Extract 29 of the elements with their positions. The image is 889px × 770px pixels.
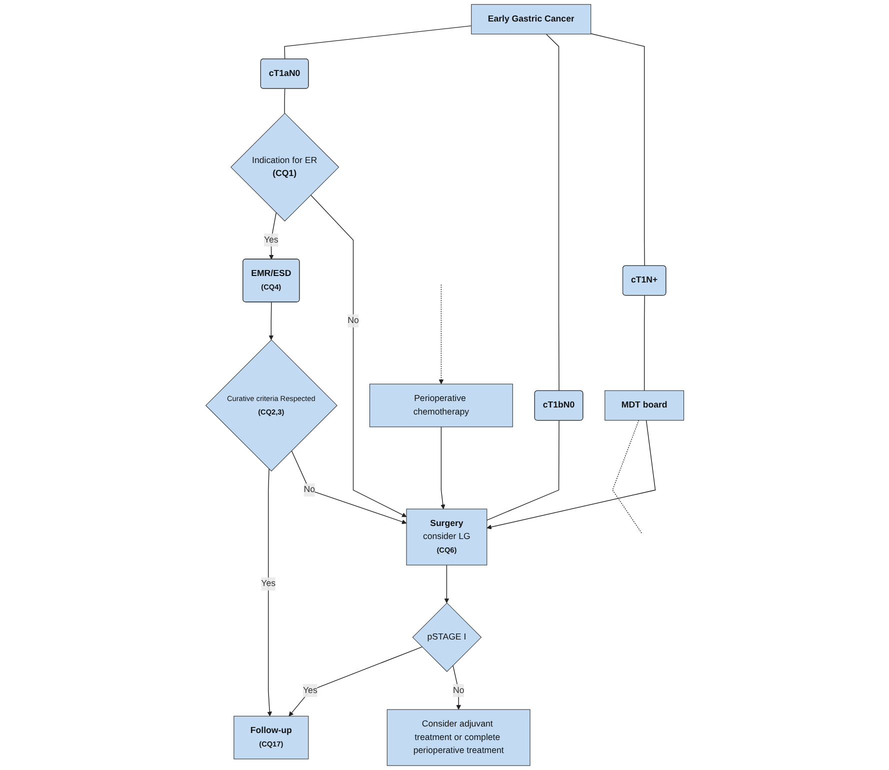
- arrow: [268, 302, 274, 340]
- connector: [612, 420, 642, 534]
- node-box: Early Gastric Cancer: [470, 4, 591, 34]
- arrow: [266, 468, 272, 716]
- edge-label: Yes: [302, 686, 318, 695]
- connector: [644, 295, 645, 391]
- arrow: [290, 450, 406, 524]
- node-box: MDT board: [604, 390, 684, 421]
- arrow: [268, 212, 276, 260]
- node-diamond: pSTAGE I: [412, 602, 482, 672]
- arrow: [288, 646, 422, 716]
- edge-label: No: [303, 485, 315, 494]
- arrow: [440, 426, 445, 510]
- arrow: [438, 284, 444, 384]
- arrow: [310, 194, 406, 518]
- connector: [284, 88, 285, 114]
- connector: [486, 420, 560, 521]
- edge-label: Yes: [264, 235, 278, 244]
- arrow: [486, 420, 656, 530]
- edge-label: No: [347, 316, 359, 326]
- connector: [590, 33, 645, 266]
- connector: [546, 34, 560, 392]
- edge-label: No: [452, 686, 464, 695]
- arrow: [444, 564, 449, 604]
- node-diamond: Indication for ER (CQ1): [230, 112, 339, 222]
- node-box: Consider adjuvant treatment or complete perioperative treatment: [386, 709, 530, 766]
- connector: [284, 25, 472, 60]
- edge-label: Yes: [260, 579, 276, 588]
- node-box: Perioperative chemotherapy: [369, 384, 513, 428]
